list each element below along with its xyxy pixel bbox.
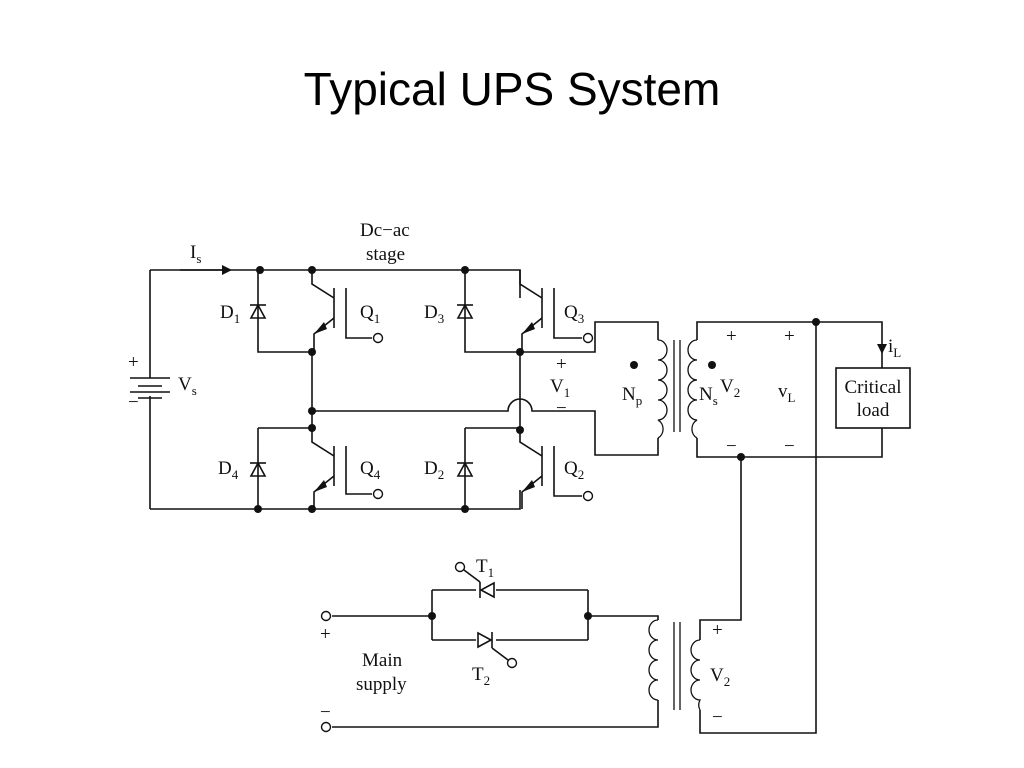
transistor-q1 bbox=[311, 270, 384, 352]
junction-dot-load bbox=[812, 318, 820, 326]
q2-label: Q2 bbox=[564, 458, 584, 482]
v1-plus: + bbox=[556, 354, 567, 375]
junction-dots bbox=[254, 266, 524, 513]
d2-label: D2 bbox=[424, 458, 444, 482]
np-label: Np bbox=[622, 384, 642, 408]
sec-minus-2: − bbox=[784, 436, 795, 457]
transistor-q4 bbox=[311, 430, 384, 509]
v2b-plus: + bbox=[712, 620, 723, 641]
thyristor-t2 bbox=[477, 631, 518, 669]
junction-dot-v2 bbox=[737, 453, 745, 461]
sec-plus-2: + bbox=[784, 326, 795, 347]
diode-d2 bbox=[456, 461, 474, 477]
d4-label: D4 bbox=[218, 458, 239, 482]
q3-label: Q3 bbox=[564, 302, 584, 326]
load-label-line1: Critical bbox=[845, 377, 902, 398]
thyristor-t1 bbox=[454, 561, 495, 599]
il-arrow-head bbox=[877, 344, 887, 354]
v2-bypass-wire bbox=[699, 457, 742, 640]
diode-d4 bbox=[249, 461, 267, 477]
diode-d1 bbox=[249, 303, 267, 319]
diode-d3 bbox=[456, 303, 474, 319]
vs-label: Vs bbox=[178, 374, 197, 398]
load-bypass-wire bbox=[699, 322, 817, 734]
main-plus: + bbox=[320, 624, 331, 645]
vs-minus: − bbox=[128, 392, 139, 413]
main-minus: − bbox=[320, 702, 331, 723]
v2-label: V2 bbox=[720, 376, 740, 400]
t1-label: T1 bbox=[476, 556, 494, 580]
ns-label: Ns bbox=[699, 384, 718, 408]
main-supply-line2: supply bbox=[356, 674, 407, 695]
is-arrow-head bbox=[222, 265, 232, 275]
sec-plus-1: + bbox=[726, 326, 737, 347]
is-label: Is bbox=[190, 242, 201, 266]
slide-title: Typical UPS System bbox=[303, 63, 721, 115]
battery-vs bbox=[130, 377, 170, 399]
bridge-wiring bbox=[149, 269, 659, 510]
main-supply-line1: Main bbox=[362, 650, 403, 671]
transistor-q2 bbox=[519, 430, 594, 509]
t2-label: T2 bbox=[472, 664, 490, 688]
vs-plus: + bbox=[128, 352, 139, 373]
bypass-transformer bbox=[648, 619, 702, 711]
critical-load-box bbox=[835, 367, 911, 429]
il-label: iL bbox=[888, 336, 901, 360]
d3-label: D3 bbox=[424, 302, 444, 326]
load-label-line2: load bbox=[857, 400, 890, 421]
transistor-q3 bbox=[519, 270, 594, 352]
q4-label: Q4 bbox=[360, 458, 381, 482]
q1-label: Q1 bbox=[360, 302, 380, 326]
d1-label: D1 bbox=[220, 302, 240, 326]
v2b-minus: − bbox=[712, 707, 723, 728]
sec-minus-1: − bbox=[726, 436, 737, 457]
v2b-label: V2 bbox=[710, 665, 730, 689]
v1-minus: − bbox=[556, 398, 567, 419]
static-switch bbox=[320, 589, 659, 733]
vl-label: vL bbox=[778, 381, 796, 405]
stage-label-line1: Dc−ac bbox=[360, 220, 410, 241]
stage-label-line2: stage bbox=[366, 244, 405, 265]
v1-label: V1 bbox=[550, 376, 570, 400]
